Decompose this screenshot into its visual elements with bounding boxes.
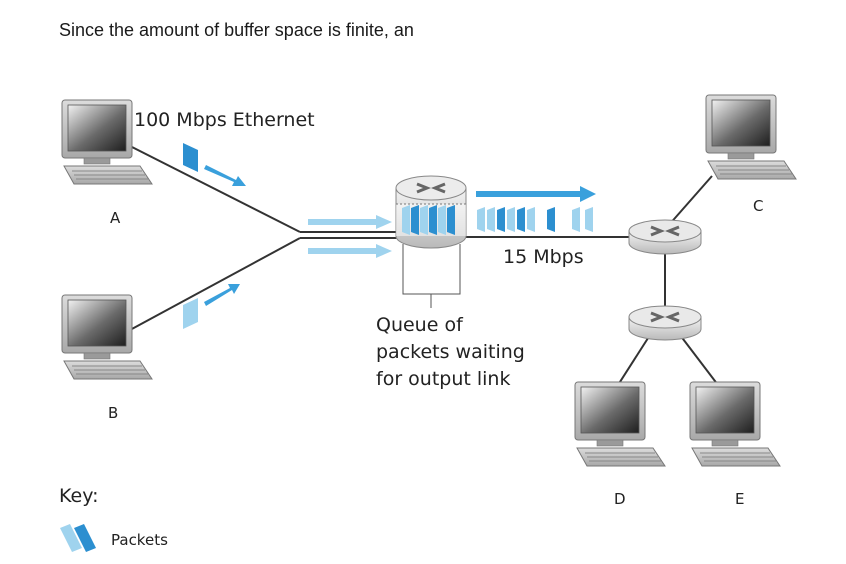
host-a-label: A — [110, 209, 121, 227]
queue-label-line-2: packets waiting — [376, 341, 525, 363]
queue-bracket — [402, 244, 461, 308]
queue-label-line-1: Queue of — [376, 314, 464, 336]
router-de-icon — [627, 304, 703, 342]
queue-label-line-3: for output link — [376, 368, 510, 390]
intro-text: Since the amount of buffer space is fini… — [59, 20, 414, 40]
host-e-label: E — [735, 490, 744, 508]
link-c — [667, 175, 713, 227]
key-title: Key: — [59, 485, 98, 507]
host-d-label: D — [614, 490, 626, 508]
computer-e-icon — [689, 381, 781, 467]
output-link-label: 15 Mbps — [503, 246, 584, 268]
host-b-label: B — [108, 404, 118, 422]
link-d — [617, 334, 651, 386]
packet-from-b — [183, 284, 240, 329]
host-c-label: C — [753, 197, 763, 215]
key-packets-icon — [60, 524, 96, 552]
key-packets-label: Packets — [111, 531, 168, 549]
link-a — [127, 144, 301, 233]
outgoing-packets — [477, 207, 593, 232]
computer-c-icon — [705, 94, 797, 180]
link-b — [129, 237, 301, 331]
computer-b-icon — [61, 294, 153, 380]
router-c-icon — [627, 218, 703, 256]
link-e — [679, 334, 719, 386]
link-a-label: 100 Mbps Ethernet — [134, 109, 315, 131]
main-router-icon — [395, 175, 467, 249]
output-arrow — [476, 186, 596, 202]
packet-from-a — [183, 143, 246, 186]
input-arrows — [308, 215, 392, 258]
queued-packets — [402, 205, 455, 235]
computer-d-icon — [574, 381, 666, 467]
links — [127, 144, 719, 386]
